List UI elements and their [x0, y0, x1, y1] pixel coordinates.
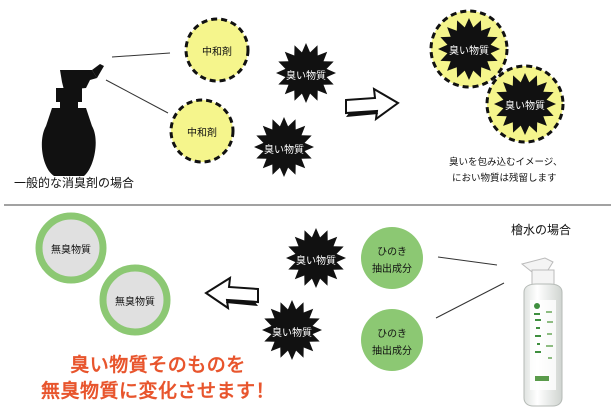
odor-label-a: 臭い物質	[286, 71, 326, 82]
odorless-circle-a	[35, 212, 107, 284]
odorless-circle-b	[99, 264, 171, 336]
connector-line	[435, 282, 505, 319]
wrapped-odor-star-b	[494, 73, 556, 135]
hinoki-label-a-line1: ひのき	[377, 247, 407, 258]
wrapped-odor-label-a: 臭い物質	[449, 46, 489, 57]
odor-star-c	[286, 228, 346, 288]
headline-line1: 臭い物質そのものを	[70, 354, 246, 376]
odor-star-d	[262, 300, 322, 360]
general-deodorant-caption: 一般的な消臭剤の場合	[14, 176, 135, 190]
odor-label-b: 臭い物質	[264, 145, 304, 156]
wrapped-odor-star-a	[438, 18, 500, 80]
wrapped-odor-label-b: 臭い物質	[505, 101, 545, 112]
black-spray-bottle-icon	[41, 64, 104, 176]
connector-line	[105, 79, 169, 114]
odor-star-b	[254, 117, 314, 177]
hinoki-label-b-line2: 抽出成分	[372, 346, 412, 357]
arrow-right-icon	[345, 87, 400, 122]
neutralizer-label-a: 中和剤	[202, 47, 232, 58]
arrow-left-shadow	[226, 300, 258, 306]
odor-label-d: 臭い物質	[272, 328, 312, 339]
neutralizer-label-b: 中和剤	[187, 128, 217, 139]
odorless-label-b: 無臭物質	[115, 297, 155, 308]
connector-line	[437, 256, 498, 266]
connector-line	[111, 52, 171, 58]
hinoki-water-caption: 檜水の場合	[511, 223, 572, 237]
headline-line2: 無臭物質に変化させます！	[40, 380, 275, 402]
arrow-right-shadow	[346, 111, 378, 117]
white-spray-bottle-icon	[520, 257, 563, 407]
odor-label-c: 臭い物質	[296, 256, 336, 267]
arrow-left-icon	[204, 276, 259, 311]
hinoki-label-b-line1: ひのき	[377, 329, 407, 340]
wrap-note-line1: 臭いを包み込むイメージ、	[449, 157, 563, 168]
hinoki-circle-a	[361, 227, 423, 289]
neutralizer-circle-a	[184, 17, 250, 83]
wrap-note-line2: におい物質は残留します	[452, 173, 557, 184]
hinoki-label-a-line2: 抽出成分	[372, 264, 412, 275]
hinoki-circle-b	[361, 309, 423, 371]
neutralizer-circle-b	[169, 98, 235, 164]
odor-star-a	[276, 43, 336, 103]
odorless-label-a: 無臭物質	[51, 245, 91, 256]
